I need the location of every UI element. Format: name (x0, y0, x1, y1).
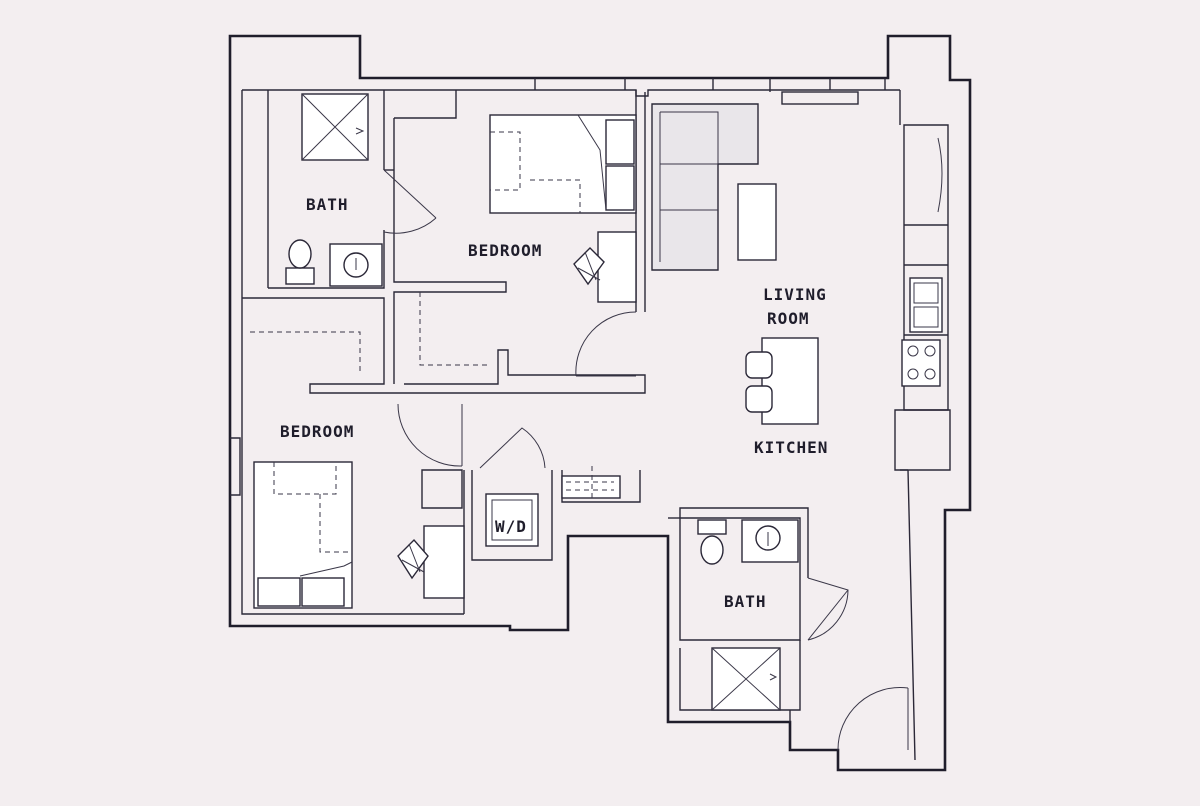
kitchen-sink (909, 277, 943, 333)
stove-icon (901, 339, 941, 387)
toilet-icon (697, 519, 727, 565)
shower-icon (301, 93, 369, 161)
sink-icon (741, 519, 799, 563)
fridge-icon (937, 137, 943, 213)
kitchen-island (745, 337, 819, 425)
desk-chair-icon (397, 525, 465, 599)
desk-chair-icon (573, 231, 637, 303)
shower-icon (711, 647, 781, 711)
room-label-living: LIVING (763, 285, 827, 304)
room-label-room: ROOM (767, 309, 810, 328)
room-label-kitchen: KITCHEN (754, 438, 828, 457)
room-label-bedroom-bottom: BEDROOM (280, 422, 354, 441)
door-swing-icon (383, 169, 909, 751)
coffee-table (737, 183, 777, 261)
room-label-bath-top: BATH (306, 195, 349, 214)
hall-panel (561, 466, 621, 499)
room-label-bedroom-top: BEDROOM (468, 241, 542, 260)
sofa-icon (651, 103, 759, 271)
room-label-laundry: W/D (495, 517, 527, 536)
washer-dryer-icon (485, 493, 539, 547)
bed-icon (253, 461, 353, 609)
room-label-bath-bottom: BATH (724, 592, 767, 611)
exterior-walls (228, 34, 972, 772)
sink-icon (329, 243, 383, 287)
bed-icon (489, 114, 637, 214)
interior-walls (242, 90, 951, 722)
toilet-icon (285, 239, 315, 285)
